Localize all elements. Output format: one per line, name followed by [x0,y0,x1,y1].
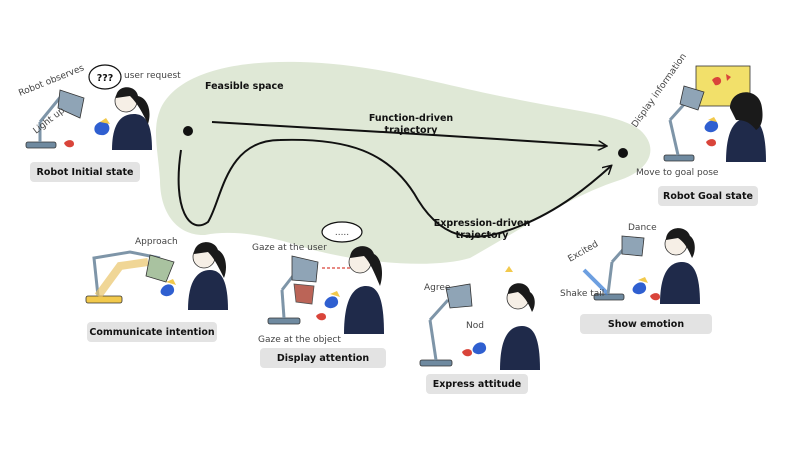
expression-trajectory-label-line2: trajectory [456,230,510,241]
lamp-robot-icon [85,250,175,304]
function-trajectory-label-line1: Function-driven [369,113,454,124]
thought-bubble [88,64,122,90]
note-dance: Dance [628,223,657,233]
scene-express-attitude: Agree Nod Express attitude [419,266,540,394]
caption-goal-state: Robot Goal state [663,191,753,202]
lamp-robot-icon [267,255,319,325]
caption-express-attitude: Express attitude [433,379,521,390]
feasible-space-region [155,61,651,264]
note-move-to-goal-pose: Move to goal pose [636,168,719,178]
caption-pill [658,186,758,206]
scene-show-emotion: Dance Excited Shake tail Show emotion [560,223,712,334]
feasible-space-label: Feasible space [205,81,284,92]
scene-initial-state: ??? Robot observes user request Light up… [17,63,181,182]
note-robot-observes: Robot observes [17,63,86,98]
lamp-robot-icon [582,235,645,301]
thought-bubble-text: ??? [97,73,114,84]
toy-object-icon [638,277,648,283]
caption-initial-state: Robot Initial state [37,167,134,178]
caption-show-emotion: Show emotion [608,319,684,330]
speech-bubble [321,221,363,243]
caption-pill [580,314,712,334]
toy-object-icon [708,117,717,122]
toy-object-icon [100,118,110,124]
caption-pill [260,348,386,368]
note-shake-tail: Shake tail [560,289,604,299]
lamp-robot-icon [25,89,85,149]
idea-icon [505,266,513,272]
function-driven-trajectory-line [211,121,606,146]
note-approach: Approach [135,237,178,247]
toy-object-icon [704,120,719,133]
function-trajectory-label-line2: trajectory [385,125,439,136]
expression-trajectory-label-line1: Expression-driven [434,218,531,229]
toy-object-icon [324,296,339,309]
user-figure-icon [500,283,540,370]
user-figure-icon [344,246,384,334]
caption-pill [426,374,528,394]
scene-display-attention: ..... Gaze at the user Gaze at the objec… [252,221,386,368]
note-nod: Nod [466,321,484,331]
note-gaze-at-object: Gaze at the object [258,335,341,345]
caption-display-attention: Display attention [277,353,369,364]
toy-object-icon [330,291,340,297]
toy-object-icon [64,140,74,148]
goal-point [618,148,628,158]
toy-object-icon [706,139,716,147]
note-user-request: user request [124,71,181,81]
note-excited: Excited [567,239,601,264]
toy-object-icon [650,293,660,301]
toy-object-icon [160,284,175,297]
user-figure-icon [660,228,700,304]
lamp-robot-icon [419,283,473,367]
speech-bubble-text: ..... [335,228,349,238]
start-point [183,126,193,136]
toy-object-icon [462,349,472,357]
toy-object-icon [166,279,176,285]
caption-communicate-intention: Communicate intention [89,327,215,338]
toy-object-icon [94,121,110,136]
lamp-robot-icon [663,85,705,162]
caption-pill [87,322,217,342]
screen-content-icon [712,74,731,86]
note-display-information: Display information [630,52,689,130]
expression-driven-trajectory-line [177,138,611,238]
note-agree: Agree [424,283,451,293]
toy-object-icon [316,313,326,321]
toy-object-icon [472,342,487,355]
user-figure-icon [726,92,766,162]
scene-communicate-intention: Approach Communicate intention [85,237,228,342]
user-figure-icon [112,87,152,150]
toy-object-icon [632,282,647,295]
note-gaze-at-user: Gaze at the user [252,243,327,253]
caption-pill [30,162,140,182]
user-figure-icon [188,242,228,310]
scene-goal-state: Display information Move to goal pose Ro… [630,52,766,206]
